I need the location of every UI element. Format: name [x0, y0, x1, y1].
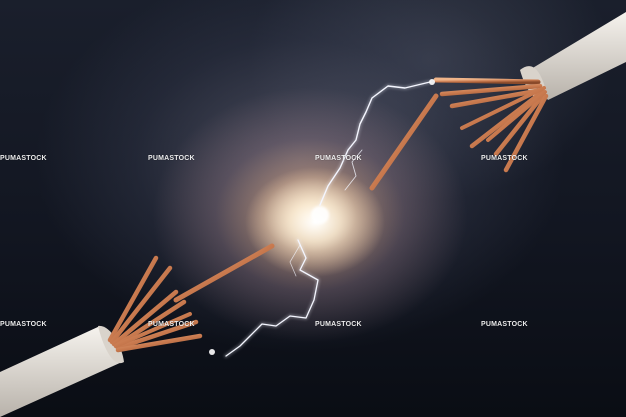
spark-point — [311, 206, 329, 224]
watermark-text: PUMASTOCK — [148, 321, 195, 328]
lightning-arcs — [224, 80, 432, 358]
watermark-text: PUMASTOCK — [315, 155, 362, 162]
watermark-text: PUMASTOCK — [315, 321, 362, 328]
watermark-text: PUMASTOCK — [148, 155, 195, 162]
watermark-text: PUMASTOCK — [481, 155, 528, 162]
spark-point-small — [429, 79, 435, 85]
lower-left-cable — [0, 243, 275, 417]
upper-right-cable — [369, 12, 626, 191]
watermark-text: PUMASTOCK — [0, 321, 47, 328]
watermark-text: PUMASTOCK — [0, 155, 47, 162]
spark-point-small — [209, 349, 215, 355]
watermark-text: PUMASTOCK — [481, 321, 528, 328]
